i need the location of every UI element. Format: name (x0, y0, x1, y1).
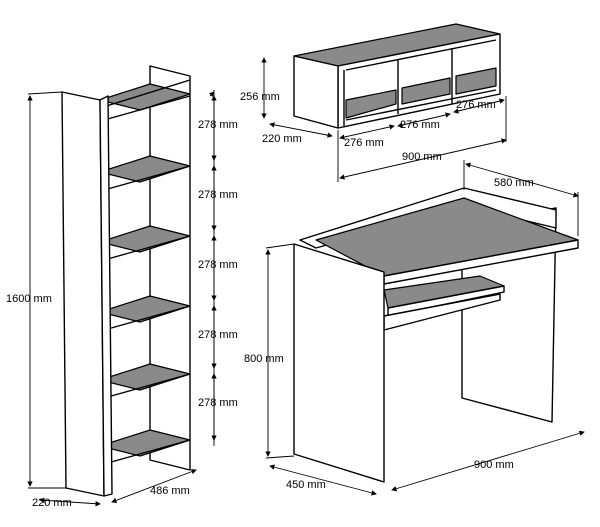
desk-tray-front (387, 285, 505, 317)
desk-left-panel (293, 243, 385, 483)
desk-depth-label: 450 mm (286, 479, 326, 491)
wall-shelf-cubby (345, 89, 397, 119)
bookcase-shelf (99, 83, 191, 111)
wall-shelf-cubby-label: 276 mm (456, 99, 496, 111)
wall-shelf-cubby (401, 77, 451, 105)
bookcase-width-label: 486 mm (150, 485, 190, 497)
desk-height-label: 800 mm (244, 353, 284, 365)
wall-shelf-side (293, 55, 339, 129)
bookcase-shelf-gap-label: 278 mm (198, 259, 238, 271)
wall-shelf-drawing (293, 23, 501, 129)
bookcase-depth-label: 220 mm (32, 497, 72, 509)
wall-shelf-cubby (455, 67, 497, 95)
wall-shelf-height-label: 256 mm (240, 91, 280, 103)
desk-dimensions: 800 mm 450 mm 900 mm 580 mm (244, 160, 585, 496)
bookcase-shelf-gap-label: 278 mm (198, 189, 238, 201)
desk-drawing (293, 187, 579, 483)
wall-shelf-cubby-label: 276 mm (400, 119, 440, 131)
desk-width-label: 900 mm (474, 459, 514, 471)
bookcase-shelf-gap-label: 278 mm (198, 329, 238, 341)
bookcase-side-panel (61, 91, 105, 497)
wall-shelf-width-label: 900 mm (402, 151, 442, 163)
bookcase-back-panel (149, 65, 191, 471)
wall-shelf-dimensions: 256 mm 220 mm 900 mm 276 mm 276 mm 276 m… (240, 57, 507, 182)
desk-top-depth-label: 580 mm (494, 177, 534, 189)
bookcase-height-label: 1600 mm (6, 293, 52, 305)
wall-shelf-depth-label: 220 mm (262, 133, 302, 145)
bookcase-shelf-gap-label: 278 mm (198, 119, 238, 131)
bookcase-dimensions: 1600 mm 220 mm 486 mm 278 mm 278 mm 278 … (6, 90, 238, 509)
bookcase-shelf-gap-label: 278 mm (198, 397, 238, 409)
bookcase-drawing (61, 65, 191, 497)
wall-shelf-cubby-label: 276 mm (344, 137, 384, 149)
